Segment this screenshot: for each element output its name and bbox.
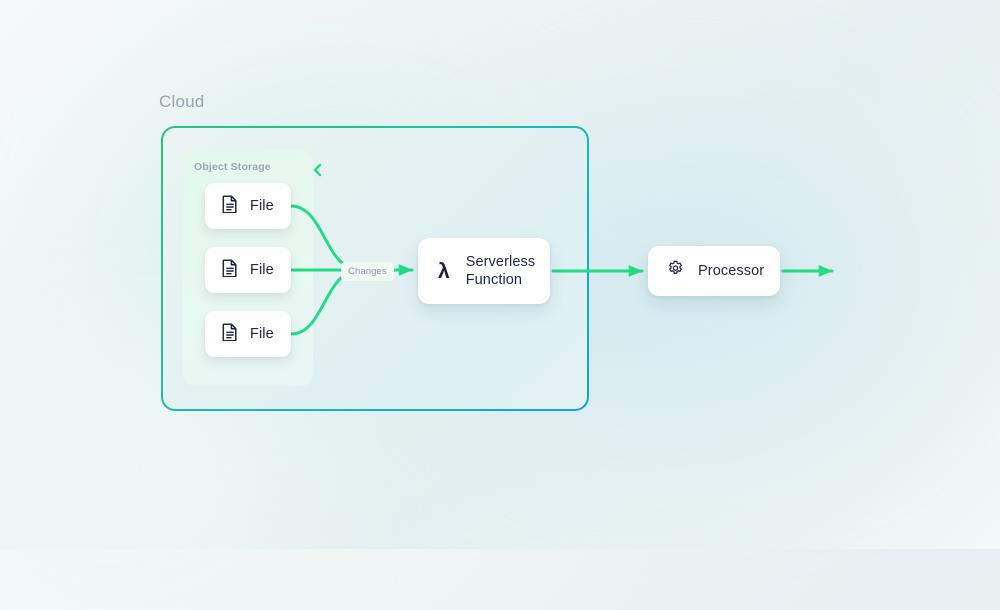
list-item-label: File [250, 326, 274, 342]
list-item-label: File [250, 198, 274, 214]
list-item[interactable]: File [205, 247, 291, 293]
list-item-label: File [250, 262, 274, 278]
list-item[interactable]: File [205, 183, 291, 229]
file-document-icon [222, 322, 238, 346]
diagram-canvas: Cloud Object Storage [0, 90, 900, 610]
node-processor-label: Processor [698, 263, 765, 279]
file-document-icon [222, 194, 238, 218]
object-storage-label: Object Storage [194, 161, 271, 173]
gear-icon [667, 260, 684, 282]
edge-label-changes: Changes [341, 262, 394, 281]
file-document-icon [222, 258, 238, 282]
node-processor[interactable]: Processor [648, 246, 780, 296]
lambda-icon: λ [438, 259, 450, 283]
chevron-left-icon[interactable] [310, 162, 324, 178]
cloud-label: Cloud [159, 92, 205, 111]
list-item[interactable]: File [205, 311, 291, 357]
